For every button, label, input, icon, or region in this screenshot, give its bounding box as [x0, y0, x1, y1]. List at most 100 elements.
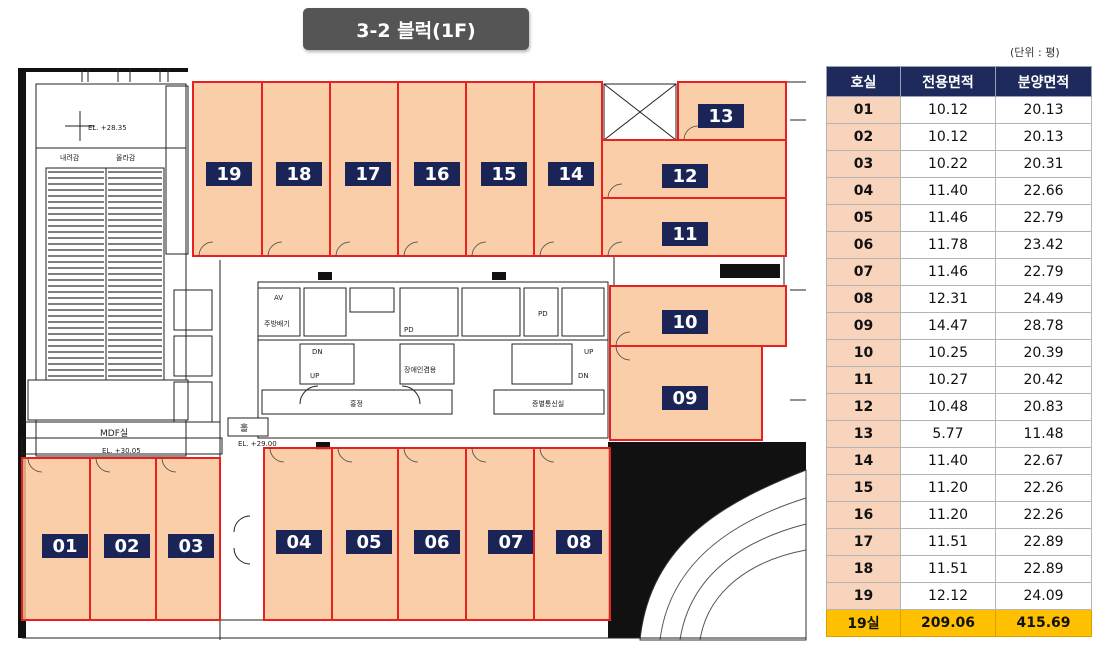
unit-07: 07: [465, 447, 535, 621]
unit-label-bg: [662, 310, 708, 334]
cell-room: 17: [826, 528, 901, 556]
unit-label-bg: [488, 530, 534, 554]
cell-room: 15: [826, 474, 901, 502]
unit-08: 08: [533, 447, 611, 621]
cell-exclusive-area: 11.51: [900, 528, 996, 556]
plan-el-hall: EL. +29.00: [238, 440, 277, 448]
cell-sale-area: 22.89: [995, 528, 1092, 556]
header-room: 호실: [826, 66, 901, 97]
door-arc: [269, 447, 285, 463]
unit-02: 02: [89, 457, 157, 621]
unit-label-bg: [481, 162, 527, 186]
cell-exclusive-area: 11.20: [900, 474, 996, 502]
cell-room: 02: [826, 123, 901, 151]
plan-up-label-1: UP: [310, 372, 319, 380]
unit-17: 17: [329, 81, 399, 257]
unit-label-bg: [662, 164, 708, 188]
cell-sale-area: 20.83: [995, 393, 1092, 421]
unit-13: 13: [677, 81, 787, 141]
cell-exclusive-area: 5.77: [900, 420, 996, 448]
cell-sale-area: 11.48: [995, 420, 1092, 448]
cell-room: 09: [826, 312, 901, 340]
unit-label: 10: [672, 312, 697, 333]
floor-plan: EL. +28.35 내려감 올라감 MDF실 EL. +30.05 홀 EL.…: [18, 68, 807, 641]
cell-room: 07: [826, 258, 901, 286]
unit-note: (단위 : 평): [1010, 46, 1060, 59]
unit-label: 14: [558, 164, 583, 185]
unit-label-bg: [698, 104, 744, 128]
cell-sale-area: 23.42: [995, 231, 1092, 259]
unit-label-bg: [42, 534, 88, 558]
cell-room: 04: [826, 177, 901, 205]
cell-room: 01: [826, 96, 901, 124]
cell-room: 08: [826, 285, 901, 313]
door-arc: [471, 241, 487, 257]
header-sale-area: 분양면적: [995, 66, 1092, 97]
plan-el-top: EL. +28.35: [88, 124, 127, 132]
unit-label-bg: [104, 534, 150, 558]
unit-16: 16: [397, 81, 467, 257]
cell-exclusive-area: 10.48: [900, 393, 996, 421]
unit-label: 13: [708, 106, 733, 127]
cell-room: 13: [826, 420, 901, 448]
table-header-row: 호실 전용면적 분양면적: [826, 66, 1092, 97]
cell-room: 06: [826, 231, 901, 259]
unit-01: 01: [21, 457, 91, 621]
unit-label: 18: [286, 164, 311, 185]
unit-15: 15: [465, 81, 535, 257]
cell-exclusive-area: 12.12: [900, 582, 996, 610]
cell-exclusive-area: 11.46: [900, 204, 996, 232]
unit-label-bg: [556, 530, 602, 554]
unit-label: 09: [672, 388, 697, 409]
cell-room: 05: [826, 204, 901, 232]
page-title: 3-2 블럭(1F): [303, 8, 529, 50]
plan-dn-label-1: DN: [312, 348, 323, 356]
cell-sale-area: 22.79: [995, 258, 1092, 286]
cell-room: 14: [826, 447, 901, 475]
door-arc: [27, 457, 43, 473]
door-arc: [539, 447, 555, 463]
plan-up-label: 올라감: [116, 153, 136, 162]
unit-label-bg: [346, 530, 392, 554]
cell-sale-area: 20.13: [995, 96, 1092, 124]
cell-room: 19: [826, 582, 901, 610]
unit-label: 11: [672, 224, 697, 245]
cell-sale-area: 22.26: [995, 474, 1092, 502]
unit-12: 12: [601, 139, 787, 199]
cell-sale-area: 24.09: [995, 582, 1092, 610]
unit-label-bg: [206, 162, 252, 186]
unit-label: 02: [114, 536, 139, 557]
unit-06: 06: [397, 447, 467, 621]
plan-pantry-label: 주방배기: [264, 319, 290, 328]
plan-safety-label: 증별통신실: [532, 399, 564, 408]
plan-pd-label-1: PD: [404, 326, 414, 334]
cell-exclusive-area: 10.12: [900, 96, 996, 124]
plan-up-label-2: UP: [584, 348, 593, 356]
cell-exclusive-area: 11.51: [900, 555, 996, 583]
cell-exclusive-area: 10.25: [900, 339, 996, 367]
unit-label: 08: [566, 532, 591, 553]
unit-18: 18: [261, 81, 331, 257]
header-exclusive-area: 전용면적: [900, 66, 996, 97]
plan-hall-label: 홀: [240, 422, 248, 434]
cell-room: 18: [826, 555, 901, 583]
unit-19: 19: [192, 81, 263, 257]
cell-room: 12: [826, 393, 901, 421]
cell-sale-area: 24.49: [995, 285, 1092, 313]
cell-room: 03: [826, 150, 901, 178]
unit-14: 14: [533, 81, 603, 257]
plan-av-label: AV: [274, 294, 283, 302]
